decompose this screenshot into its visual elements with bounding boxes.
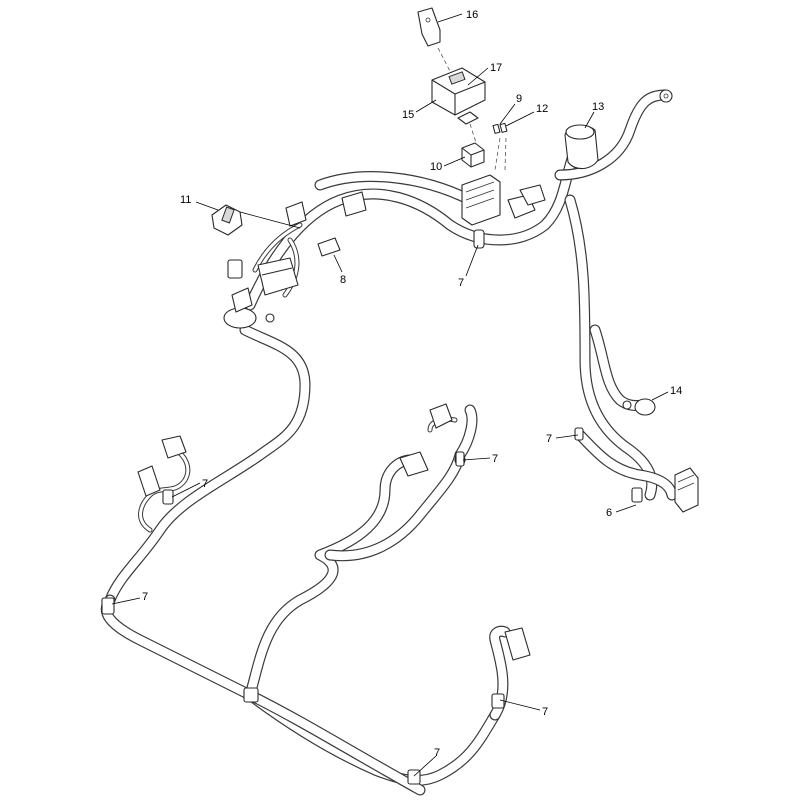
callout-13: 13 xyxy=(592,101,604,113)
label-tag-8 xyxy=(317,237,341,257)
cable-clamps xyxy=(162,229,584,505)
terminals-9-12 xyxy=(492,122,508,134)
harness-wires xyxy=(100,89,678,796)
main-connector-block xyxy=(461,174,546,226)
callout-17: 17 xyxy=(490,62,502,74)
connector-6 xyxy=(631,467,699,513)
callout-10: 10 xyxy=(430,161,442,173)
rear-connectors xyxy=(243,627,531,785)
callout-7-left: 7 xyxy=(202,478,208,490)
callout-11: 11 xyxy=(180,194,191,206)
callout-7-top: 7 xyxy=(458,277,464,289)
callout-7-rear: 7 xyxy=(434,747,440,759)
bracket-16 xyxy=(417,7,441,47)
connector-11 xyxy=(211,204,243,236)
callout-16: 16 xyxy=(466,9,478,21)
callout-labels: 16 17 15 9 12 13 10 11 8 7 14 7 7 7 6 7 … xyxy=(142,9,682,759)
fuse-block-15-17 xyxy=(431,67,486,125)
terminal-boot-14 xyxy=(622,398,656,416)
callout-7-right: 7 xyxy=(546,433,552,445)
left-side-connectors xyxy=(101,435,187,615)
relay-10 xyxy=(461,142,485,168)
leader-lines xyxy=(111,13,669,777)
callout-7-rear-right: 7 xyxy=(542,706,548,718)
callout-7-center: 7 xyxy=(492,453,498,465)
callout-9: 9 xyxy=(516,93,522,105)
left-connector-cluster xyxy=(223,191,367,329)
callout-12: 12 xyxy=(536,103,548,115)
harness-components xyxy=(101,7,699,785)
callout-6: 6 xyxy=(606,507,612,519)
callout-15: 15 xyxy=(402,109,414,121)
callout-14: 14 xyxy=(670,385,682,397)
callout-7-front: 7 xyxy=(142,591,148,603)
callout-8: 8 xyxy=(340,274,346,286)
terminal-boot-13 xyxy=(564,89,673,170)
